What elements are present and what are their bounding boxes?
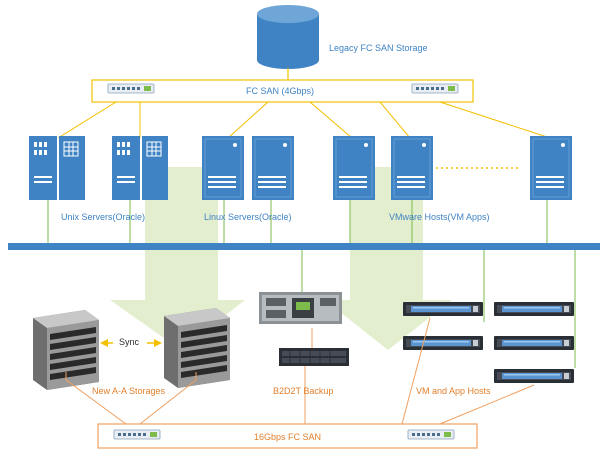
rack-server-icon	[494, 302, 574, 316]
fc-san-top-label: FC SAN (4Gbps)	[246, 86, 315, 96]
fc-san-top-links	[57, 101, 551, 139]
ethernet-links	[47, 200, 576, 368]
tower-server-icon	[251, 135, 295, 201]
sync-label: Sync	[119, 337, 140, 347]
rack-server-icon	[403, 336, 483, 350]
tape-library-icon	[259, 292, 342, 324]
tower-server-icon	[529, 135, 573, 201]
disk-array-icon	[164, 308, 230, 388]
fc-san-bottom-label: 16Gbps FC SAN	[254, 432, 322, 442]
rack-server-icon	[494, 336, 574, 350]
fc-switch-icon	[407, 429, 455, 440]
rack-server-icon	[494, 369, 574, 383]
new-storages-label: New A-A Storages	[92, 386, 166, 396]
tower-server-icon	[201, 135, 245, 201]
vm-app-hosts-label: VM and App Hosts	[416, 386, 491, 396]
migration-arrow-left	[110, 167, 245, 350]
fc-san-top-box	[91, 79, 474, 103]
tower-server-icon	[28, 135, 86, 201]
linux-servers-label: Linux Servers(Oracle)	[204, 212, 292, 222]
database-cylinder-icon	[257, 5, 319, 69]
unix-servers-label: Unix Servers(Oracle)	[61, 212, 146, 222]
fc-switch-icon	[411, 83, 459, 94]
vmware-hosts-label: VMware Hosts(VM Apps)	[389, 212, 490, 222]
sync-arrow	[100, 336, 162, 350]
legacy-storage-label: Legacy FC SAN Storage	[329, 43, 428, 53]
tower-server-icon	[390, 135, 434, 201]
fc-san-bottom-links	[65, 317, 535, 425]
b2d2t-backup-label: B2D2T Backup	[273, 386, 334, 396]
fc-switch-icon	[107, 83, 155, 94]
ethernet-backbone	[8, 243, 600, 250]
tower-server-icon	[332, 135, 376, 201]
fc-switch-icon	[113, 429, 161, 440]
tower-server-icon	[111, 135, 169, 201]
backup-server-icon	[279, 348, 349, 366]
rack-server-icon	[403, 302, 483, 316]
